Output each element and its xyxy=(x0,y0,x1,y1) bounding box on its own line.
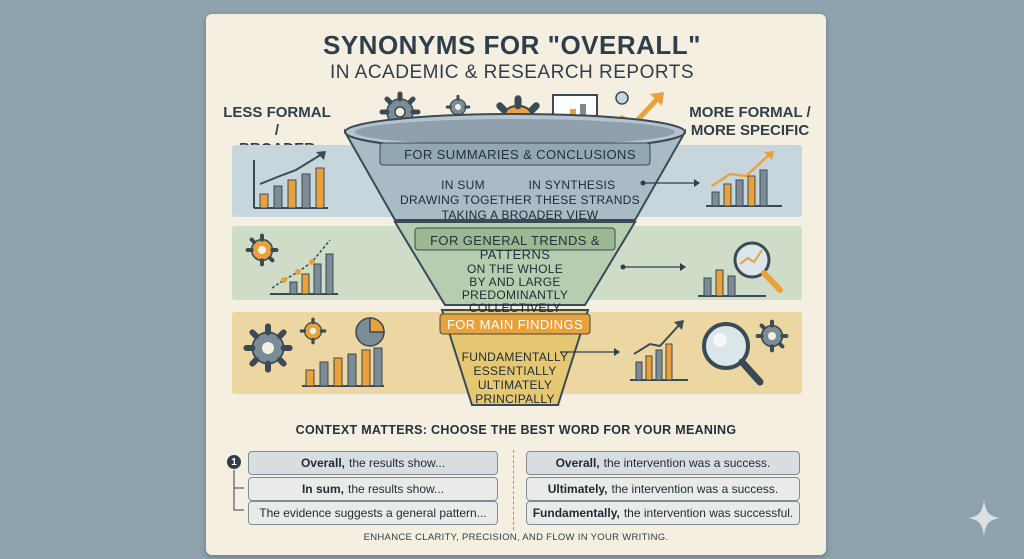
term-broader-view: TAKING A BROADER VIEW xyxy=(441,208,599,222)
bar-chart-icon xyxy=(302,347,384,387)
example-left-1-keyword: Overall, xyxy=(300,456,345,470)
arrow-icon xyxy=(640,179,700,187)
example-divider xyxy=(513,450,514,530)
bar-chart-icon xyxy=(253,151,328,209)
more-formal-line-2: MORE SPECIFIC xyxy=(690,122,810,139)
term-collectively: COLLECTIVELY xyxy=(468,301,562,315)
term-drawing-together: DRAWING TOGETHER THESE STRANDS xyxy=(400,193,640,207)
footer-tagline: ENHANCE CLARITY, PRECISION, AND FLOW IN … xyxy=(363,532,669,543)
gear-icon xyxy=(755,319,789,353)
example-right-1-keyword: Overall, xyxy=(555,456,600,470)
connector-lines xyxy=(233,470,244,511)
example-right-1: Overall, the intervention was a success. xyxy=(526,451,800,475)
example-right-3-keyword: Fundamentally, xyxy=(532,506,620,520)
page-subtitle: IN ACADEMIC & RESEARCH REPORTS xyxy=(329,62,695,83)
example-left-2-text: the results show... xyxy=(347,482,445,496)
funnel xyxy=(344,113,686,406)
magnifier-icon xyxy=(702,322,764,386)
more-formal-label: MORE FORMAL / MORE SPECIFIC xyxy=(680,104,820,140)
term-principally: PRINCIPALLY xyxy=(475,392,555,406)
trend-chart-icon xyxy=(630,320,688,381)
term-in-sum: IN SUM xyxy=(441,178,485,192)
term-essentially: ESSENTIALLY xyxy=(473,364,557,378)
gear-icon xyxy=(299,317,327,345)
arrow-icon xyxy=(620,263,686,271)
context-heading: CONTEXT MATTERS: CHOOSE THE BEST WORD FO… xyxy=(295,423,737,437)
example-right-2: Ultimately, the intervention was a succe… xyxy=(526,477,800,501)
gear-icon xyxy=(243,323,293,373)
trend-chart-icon xyxy=(270,239,338,295)
gear-icon xyxy=(245,233,279,267)
arrow-icon xyxy=(560,348,620,356)
page-title: SYNONYMS FOR "OVERALL" xyxy=(322,30,701,60)
magnifier-icon xyxy=(698,241,783,297)
sparkle-icon xyxy=(968,500,1000,536)
term-ultimately: ULTIMATELY xyxy=(477,378,553,392)
example-right-3: Fundamentally, the intervention was succ… xyxy=(526,501,800,525)
term-in-synthesis: IN SYNTHESIS xyxy=(528,178,616,192)
example-right-3-text: the intervention was successful. xyxy=(623,506,794,520)
term-on-the-whole: ON THE WHOLE xyxy=(466,262,564,276)
term-by-and-large: BY AND LARGE xyxy=(469,275,561,289)
example-right-2-keyword: Ultimately, xyxy=(547,482,608,496)
example-left-3: The evidence suggests a general pattern.… xyxy=(248,501,498,525)
example-left-1-text: the results show... xyxy=(348,456,446,470)
more-formal-line-1: MORE FORMAL / xyxy=(689,104,811,121)
term-predominantly: PREDOMINANTLY xyxy=(461,288,569,302)
bar-chart-icon xyxy=(706,151,782,207)
example-right-2-text: the intervention was a success. xyxy=(611,482,779,496)
example-left-2-keyword: In sum, xyxy=(301,482,344,496)
example-left-2: In sum, the results show... xyxy=(248,477,498,501)
example-left-1: Overall, the results show... xyxy=(248,451,498,475)
pie-chart-icon xyxy=(355,317,385,347)
example-right-1-text: the intervention was a success. xyxy=(603,456,771,470)
step-number-badge: 1 xyxy=(227,455,241,469)
example-left-3-text: The evidence suggests a general pattern.… xyxy=(259,506,487,520)
term-fundamentally: FUNDAMENTALLY xyxy=(461,350,569,364)
section-title-findings: FOR MAIN FINDINGS xyxy=(446,317,584,332)
section-title-trends: FOR GENERAL TRENDS & PATTERNS xyxy=(430,233,600,262)
section-title-summaries: FOR SUMMARIES & CONCLUSIONS xyxy=(404,147,636,162)
less-formal-line-1: LESS FORMAL / xyxy=(223,104,331,139)
